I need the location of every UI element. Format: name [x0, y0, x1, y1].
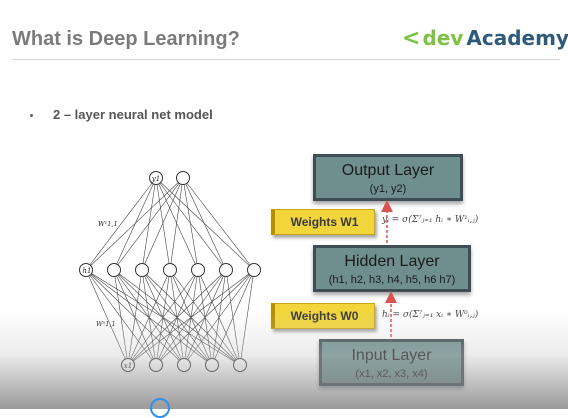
weights-w1-tag: Weights W1 [271, 209, 375, 235]
nn-input-node [177, 358, 191, 372]
formula-output: yᵢ = σ(Σ⁷ⱼ₌₁ hᵢ ∗ W¹ᵢ,ⱼ) [382, 215, 479, 225]
nn-edge-output-hidden [182, 177, 199, 271]
nn-edge-output-hidden [141, 177, 184, 271]
nn-edge-hidden-input [127, 269, 255, 366]
nn-edge-output-hidden [85, 177, 157, 271]
nn-edge-output-hidden [155, 177, 171, 271]
nn-hidden-node [135, 263, 149, 277]
cursor-ring-icon [150, 398, 170, 418]
nn-input-node [149, 358, 163, 372]
nn-edge-hidden-input [127, 269, 227, 366]
nn-edge-output-hidden [85, 177, 184, 271]
nn-edge-output-hidden [113, 177, 157, 271]
nn-edge-output-hidden [182, 177, 255, 271]
output-layer-name: Output Layer [341, 162, 435, 179]
nn-input-node [205, 358, 219, 372]
nn-edge-hidden-input [127, 269, 199, 366]
nn-hidden-node [219, 263, 233, 277]
nn-edge-hidden-input [127, 269, 143, 366]
nn-edge-hidden-input [113, 269, 129, 366]
input-layer-units: (x1, x2, x3, x4) [355, 368, 428, 380]
nn-edge-hidden-input [127, 269, 171, 366]
nn-input-node [233, 358, 247, 372]
nn-edge-hidden-input [211, 269, 255, 366]
weight-bottom-label: W⁰1,1 [96, 320, 116, 328]
title-divider [12, 59, 560, 60]
nn-edge-output-hidden [169, 177, 184, 271]
nn-nodes [79, 171, 261, 372]
input-node-label: x1 [124, 362, 132, 370]
logo-academy-text: Academy [466, 26, 568, 50]
output-layer-units: (y1, y2) [369, 183, 407, 195]
logo-left-bracket: < [402, 25, 421, 51]
output-node-label: y1 [151, 175, 160, 183]
slide-title: What is Deep Learning? [12, 28, 240, 50]
hidden-layer-name: Hidden Layer [344, 253, 440, 270]
nn-edge-hidden-input [155, 269, 255, 366]
nn-output-node [176, 171, 190, 185]
input-layer-name: Input Layer [351, 347, 432, 364]
nn-hidden-node [247, 263, 261, 277]
neural-net-diagram: y1 h1 x1 W¹1,1 W⁰1,1 [79, 171, 261, 372]
nn-output-node [149, 171, 163, 185]
bullet-item: 2 – layer neural net model [30, 107, 213, 122]
nn-hidden-node [163, 263, 177, 277]
logo-dev-text: dev [422, 26, 464, 50]
weights-w0-tag: Weights W0 [271, 303, 375, 329]
nn-edge-output-hidden [155, 177, 255, 271]
hidden-layer-units: (h1, h2, h3, h4, h5, h6 h7) [328, 274, 456, 286]
nn-edge-hidden-input [85, 269, 129, 366]
formula-hidden: hᵢ = σ(Σ⁷ⱼ₌₁ xᵢ ∗ W⁰ᵢ,ⱼ) [382, 310, 479, 320]
weight-top-label: W¹1,1 [98, 220, 118, 228]
nn-hidden-node [107, 263, 121, 277]
nn-edge-output-hidden [155, 177, 227, 271]
output-layer-box: Output Layer (y1, y2) [313, 154, 463, 201]
nn-hidden-node [79, 263, 93, 277]
bullet-text: 2 – layer neural net model [53, 107, 213, 122]
nn-edge-hidden-input [239, 269, 255, 366]
nn-edge-output-hidden [113, 177, 184, 271]
hidden-layer-box: Hidden Layer (h1, h2, h3, h4, h5, h6 h7) [313, 245, 471, 292]
input-layer-box: Input Layer (x1, x2, x3, x4) [319, 339, 464, 386]
bullet-dot-icon [30, 114, 33, 117]
nn-edge-output-hidden [155, 177, 199, 271]
hidden-node-label: h1 [83, 267, 92, 275]
nn-edge-hidden-input [183, 269, 255, 366]
nn-edge-output-hidden [182, 177, 227, 271]
devacademy-logo: < dev Academy > [402, 22, 568, 54]
nn-edge-output-hidden [141, 177, 157, 271]
nn-hidden-node [191, 263, 205, 277]
